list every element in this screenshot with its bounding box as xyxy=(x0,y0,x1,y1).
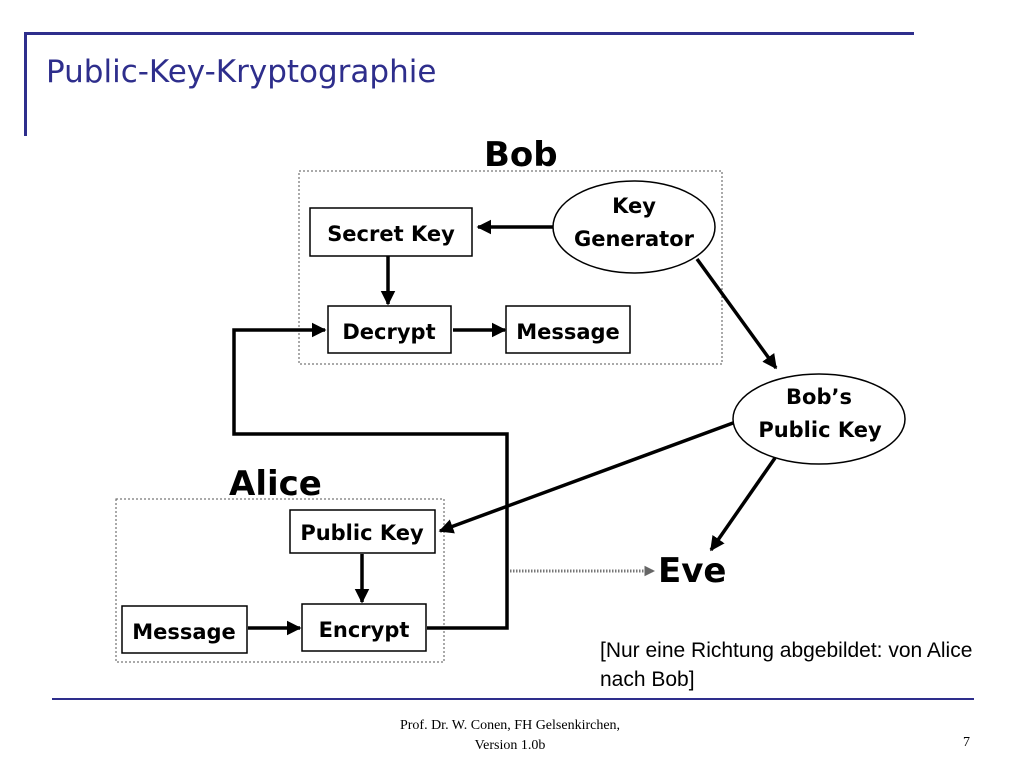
alice-group-frame xyxy=(115,498,445,663)
bob-message-box xyxy=(505,305,631,354)
secret-key-box xyxy=(309,207,473,257)
eve-label: Eve xyxy=(658,551,726,591)
secret-key-label: Secret Key xyxy=(327,222,455,246)
node-alice-message: Message xyxy=(121,605,248,654)
footer-author: Prof. Dr. W. Conen, FH Gelsenkirchen, Ve… xyxy=(340,716,680,756)
edge-encrypt-to-decrypt xyxy=(232,322,509,630)
alice-public-key-label: Public Key xyxy=(300,521,424,545)
node-key-generator: Key Generator xyxy=(552,180,716,274)
node-alice-public-key: Public Key xyxy=(289,509,436,554)
footer-author-line1: Prof. Dr. W. Conen, FH Gelsenkirchen, xyxy=(399,718,621,733)
page-number: 7 xyxy=(963,735,970,750)
encrypt-box xyxy=(301,603,427,652)
key-generator-label-line1: Key xyxy=(612,194,656,218)
bob-group-label: Bob xyxy=(484,135,558,175)
alice-message-box xyxy=(121,605,248,654)
edge-bobs-public-key-to-alice-public-key xyxy=(438,421,734,534)
alice-public-key-box xyxy=(289,509,436,554)
diagram-edges xyxy=(232,219,778,636)
bobs-public-key-label-line2: Public Key xyxy=(758,418,882,442)
edge-bobs-public-key-to-eve xyxy=(709,457,777,552)
footer-version: Version 1.0b xyxy=(474,738,546,753)
bobs-public-key-ellipse xyxy=(732,373,906,465)
footer-rule xyxy=(52,698,974,700)
title-rule-left xyxy=(24,32,27,136)
decrypt-label: Decrypt xyxy=(342,320,435,344)
node-bobs-public-key: Bob’s Public Key xyxy=(732,373,906,465)
node-secret-key: Secret Key xyxy=(309,207,473,257)
node-decrypt: Decrypt xyxy=(327,305,452,354)
key-generator-ellipse xyxy=(552,180,716,274)
title-rule-top xyxy=(24,32,914,35)
alice-message-label: Message xyxy=(132,620,236,644)
slide-title: Public-Key-Kryptographie xyxy=(46,54,437,90)
node-bob-message: Message xyxy=(505,305,631,354)
encrypt-label: Encrypt xyxy=(319,618,410,642)
decrypt-box xyxy=(327,305,452,354)
alice-group-label: Alice xyxy=(229,464,322,504)
edge-keygen-to-bobs-public-key xyxy=(695,257,778,370)
bobs-public-key-label-line1: Bob’s xyxy=(786,385,852,409)
key-generator-label-line2: Generator xyxy=(574,227,695,251)
bob-message-label: Message xyxy=(516,320,620,344)
direction-note: [Nur eine Richtung abgebildet: von Alice… xyxy=(600,639,973,691)
node-encrypt: Encrypt xyxy=(301,603,427,652)
